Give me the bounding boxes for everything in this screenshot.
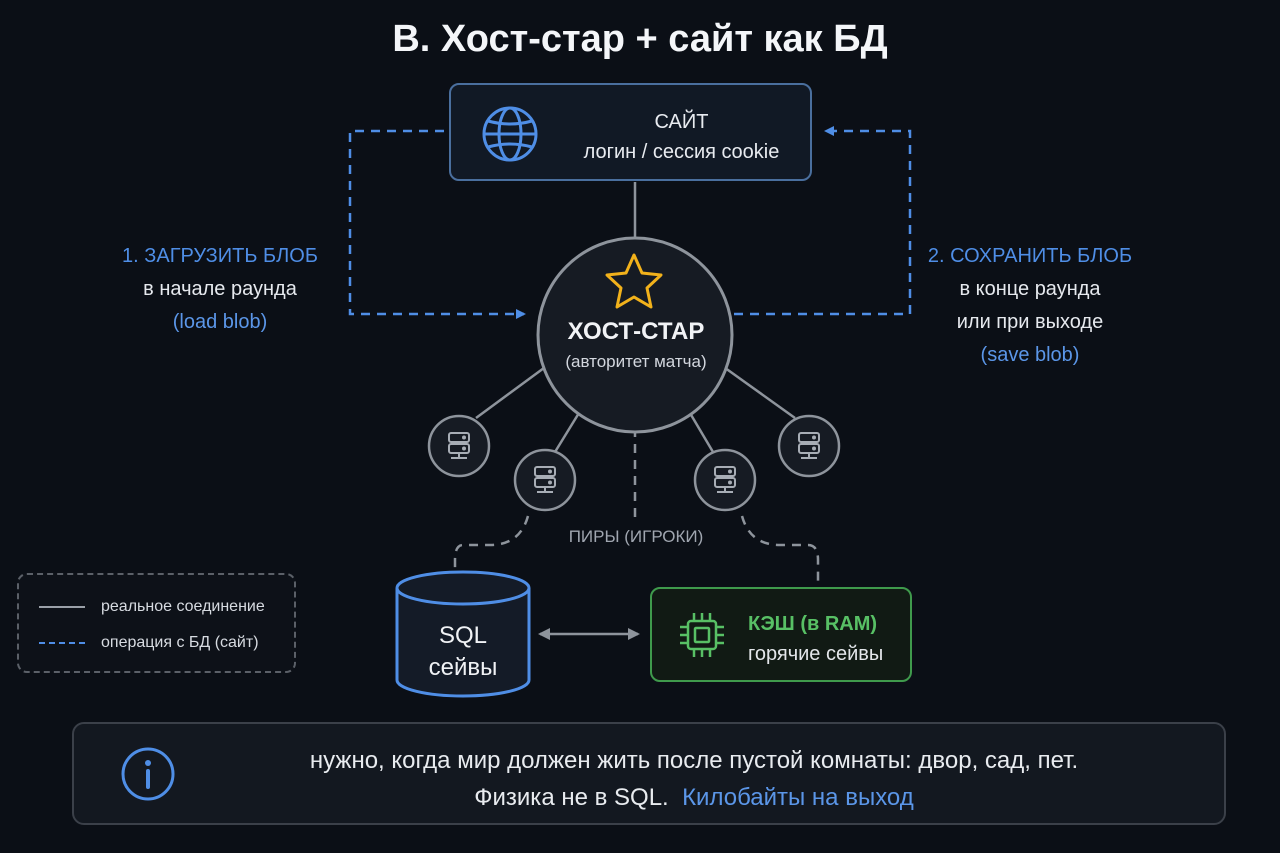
peers-label: ПИРЫ (ИГРОКИ): [568, 527, 704, 546]
host-subtitle: (авторитет матча): [565, 352, 707, 371]
note-highlight: Килобайты на выход: [682, 784, 914, 811]
database-icon: [395, 570, 531, 698]
sql-subtitle: сейвы: [428, 654, 498, 681]
peer-node-2: [513, 448, 577, 512]
load-blob-when: в начале раунда: [143, 278, 297, 300]
globe-icon: [481, 105, 539, 163]
peer-cache-dashed: [740, 515, 820, 585]
site-node: САЙТ логин / сессия cookie: [449, 83, 812, 181]
server-icon: [798, 432, 820, 459]
legend-dashed: операция с БД (сайт): [39, 633, 259, 653]
legend-solid-swatch: [39, 606, 85, 608]
host-node: [536, 236, 734, 434]
load-blob-code: (load blob): [172, 311, 268, 333]
sql-title: SQL: [438, 622, 488, 649]
site-subtitle: логин / сессия cookie: [583, 141, 780, 163]
sql-label: SQL сейвы: [398, 620, 528, 684]
save-blob-label: 2. СОХРАНИТЬ БЛОБ в конце раунда или при…: [910, 240, 1150, 372]
host-peer-link-4: [720, 363, 796, 420]
note-plain: Физика не в SQL.: [474, 784, 669, 811]
server-icon: [714, 466, 736, 493]
load-blob-label: 1. ЗАГРУЗИТЬ БЛОБ в начале раунда (load …: [100, 240, 340, 339]
host-title: ХОСТ-СТАР: [567, 318, 705, 345]
info-note: нужно, когда мир должен жить после пусто…: [72, 722, 1226, 825]
note-line-1: нужно, когда мир должен жить после пусто…: [309, 747, 1079, 774]
save-blob-when: в конце раунда: [959, 278, 1101, 300]
info-icon: [120, 746, 176, 802]
peer-node-4: [777, 414, 841, 478]
server-icon: [534, 466, 556, 493]
peer-sql-dashed: [453, 515, 530, 572]
load-blob-title: 1. ЗАГРУЗИТЬ БЛОБ: [122, 245, 318, 267]
save-blob-title: 2. СОХРАНИТЬ БЛОБ: [927, 245, 1133, 267]
legend-dashed-label: операция с БД (сайт): [101, 634, 259, 651]
cache-title: КЭШ (в RAM): [748, 613, 878, 635]
server-icon: [448, 432, 470, 459]
legend-dashed-swatch: [39, 642, 85, 644]
host-label: ХОСТ-СТАР (авторитет матча): [540, 318, 732, 372]
legend-solid-label: реальное соединение: [101, 598, 265, 615]
site-title: САЙТ: [654, 111, 709, 133]
peer-node-1: [427, 414, 491, 478]
legend-solid: реальное соединение: [39, 597, 265, 617]
cache-subtitle: горячие сейвы: [748, 643, 884, 665]
peer-node-3: [693, 448, 757, 512]
legend: реальное соединение операция с БД (сайт): [17, 573, 296, 673]
save-blob-connector: [734, 126, 912, 316]
chip-icon: [676, 609, 728, 661]
save-blob-when-exit: или при выходе: [956, 311, 1104, 333]
star-icon: [605, 253, 663, 309]
cache-node: КЭШ (в RAM) горячие сейвы: [650, 587, 912, 682]
save-blob-code: (save blob): [980, 344, 1080, 366]
host-peer-link-1: [475, 363, 549, 420]
page-title: В. Хост-стар + сайт как БД: [392, 18, 888, 60]
note-line-2: Физика не в SQL. Килобайты на выход: [194, 779, 1194, 816]
host-peer-link-2: [553, 407, 584, 453]
